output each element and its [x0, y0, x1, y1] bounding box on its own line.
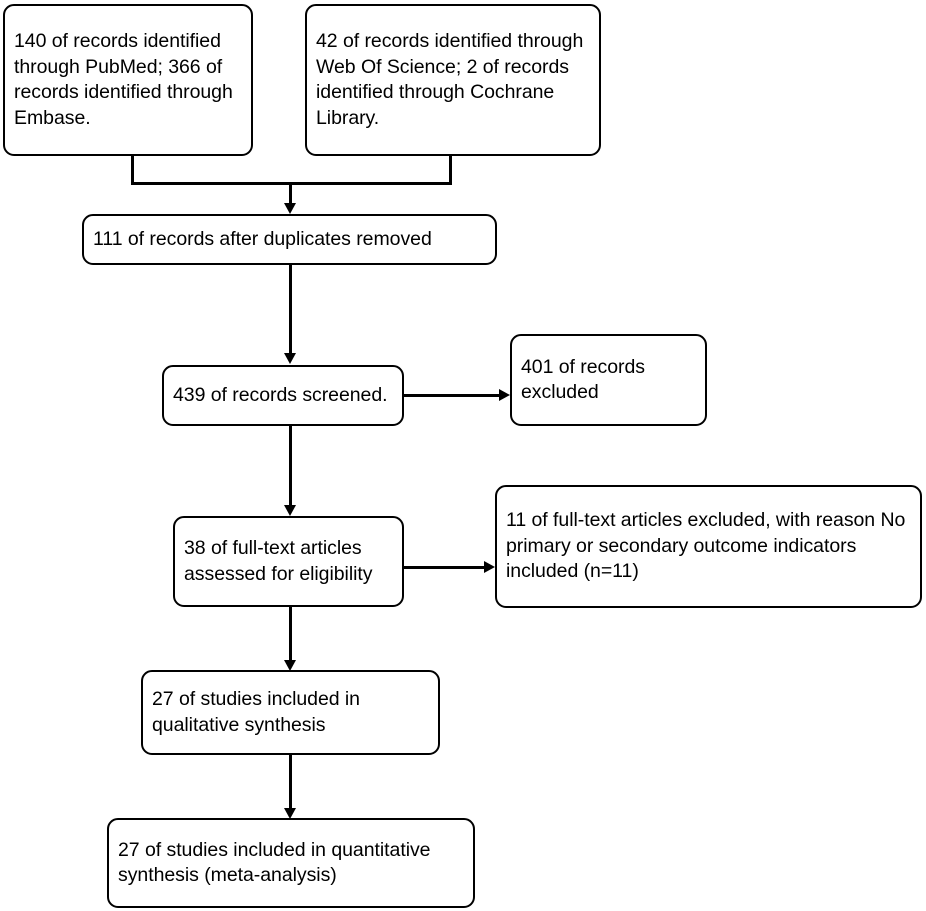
identification-source-1-text: 140 of records identified through PubMed…	[14, 30, 233, 129]
identification-source-2-text: 42 of records identified through Web Of …	[316, 30, 584, 129]
connector-duplicates-to-screened-line	[289, 265, 292, 355]
records-screened-text: 439 of records screened.	[173, 383, 388, 406]
connector-screened-to-fulltext-line	[289, 426, 292, 508]
connector-fulltext-to-excluded-line	[404, 566, 486, 569]
qualitative-synthesis-text: 27 of studies included in qualitative sy…	[152, 688, 360, 736]
quantitative-synthesis-text: 27 of studies included in quantitative s…	[118, 838, 431, 887]
arrowhead-merge-to-duplicates	[284, 203, 296, 214]
identification-source-1-box: 140 of records identified through PubMed…	[3, 4, 253, 156]
fulltext-assessed-text: 38 of full-text articles assessed for el…	[184, 537, 373, 585]
arrowhead-fulltext-to-excluded	[484, 561, 495, 573]
records-after-duplicates-box: 111 of records after duplicates removed	[82, 214, 497, 265]
records-excluded-text: 401 of records excluded	[521, 355, 645, 404]
connector-source1-stem	[131, 154, 134, 184]
connector-screened-to-excluded-line	[404, 394, 500, 397]
records-screened-box: 439 of records screened.	[162, 365, 404, 426]
arrowhead-fulltext-to-qualitative	[284, 660, 296, 671]
arrowhead-screened-to-excluded	[499, 389, 510, 401]
arrowhead-qualitative-to-quantitative	[284, 808, 296, 819]
arrowhead-duplicates-to-screened	[284, 353, 296, 364]
records-after-duplicates-text: 111 of records after duplicates removed	[93, 227, 432, 250]
connector-fulltext-to-qualitative-line	[289, 607, 292, 663]
fulltext-excluded-text: 11 of full-text articles excluded, with …	[506, 509, 906, 583]
identification-source-2-box: 42 of records identified through Web Of …	[305, 4, 601, 156]
quantitative-synthesis-box: 27 of studies included in quantitative s…	[107, 818, 475, 908]
connector-qualitative-to-quantitative-line	[289, 755, 292, 811]
connector-source2-stem	[449, 154, 452, 184]
records-excluded-box: 401 of records excluded	[510, 334, 707, 426]
connector-merge-drop	[289, 182, 292, 207]
qualitative-synthesis-box: 27 of studies included in qualitative sy…	[141, 670, 440, 755]
arrowhead-screened-to-fulltext	[284, 505, 296, 516]
fulltext-excluded-box: 11 of full-text articles excluded, with …	[495, 485, 922, 608]
connector-merge-bar	[131, 182, 452, 185]
fulltext-assessed-box: 38 of full-text articles assessed for el…	[173, 516, 404, 607]
